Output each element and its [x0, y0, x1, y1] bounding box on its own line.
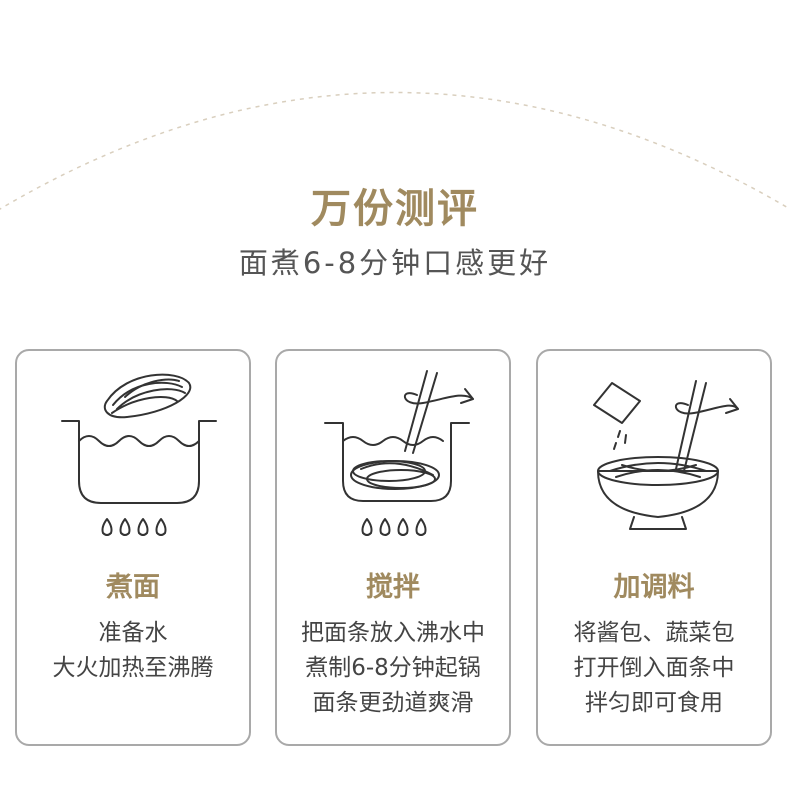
- step-description: 把面条放入沸水中 煮制6-8分钟起锅 面条更劲道爽滑: [277, 616, 509, 721]
- step-card-boil: 煮面 准备水 大火加热至沸腾: [15, 349, 251, 746]
- step-card-stir: 搅拌 把面条放入沸水中 煮制6-8分钟起锅 面条更劲道爽滑: [275, 349, 511, 746]
- step-line: 准备水: [98, 620, 168, 646]
- step-title: 加调料: [613, 572, 695, 603]
- page-subtitle: 面煮6-8分钟口感更好: [238, 246, 552, 280]
- step-line: 把面条放入沸水中: [301, 620, 485, 646]
- boiling-pot-icon: [61, 373, 217, 536]
- step-line: 大火加热至沸腾: [52, 655, 214, 681]
- step-title: 煮面: [106, 572, 160, 603]
- step-line: 煮制6-8分钟起锅: [305, 655, 481, 681]
- page-title: 万份测评: [311, 186, 479, 232]
- step-line: 将酱包、蔬菜包: [573, 620, 735, 646]
- step-line: 面条更劲道爽滑: [312, 690, 474, 716]
- step-card-season: 加调料 将酱包、蔬菜包 打开倒入面条中 拌匀即可食用: [536, 349, 772, 746]
- stirring-noodles-icon: [324, 370, 474, 536]
- step-line: 拌匀即可食用: [585, 690, 723, 716]
- step-description: 准备水 大火加热至沸腾: [17, 616, 249, 686]
- step-title: 搅拌: [366, 572, 420, 603]
- seasoning-bowl-icon: [593, 380, 739, 530]
- step-line: 打开倒入面条中: [573, 655, 735, 681]
- step-description: 将酱包、蔬菜包 打开倒入面条中 拌匀即可食用: [538, 616, 770, 721]
